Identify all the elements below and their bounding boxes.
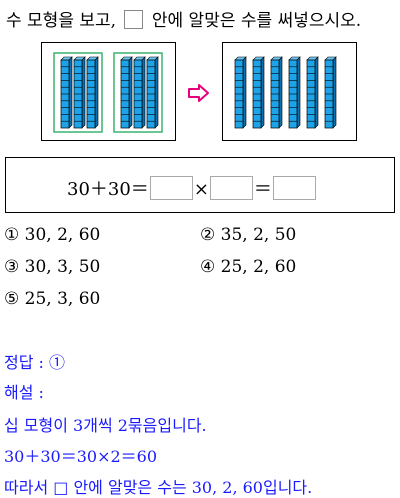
answer-box-1[interactable] [149, 176, 193, 200]
tens-rod [146, 56, 159, 129]
answer-box-3[interactable] [272, 176, 316, 200]
equals-sign: ＝ [253, 179, 272, 200]
question-prefix: 수 모형을 보고, [6, 11, 117, 31]
explanation-line-1: 십 모형이 3개씩 2묶음입니다. [4, 416, 207, 435]
hollow-arrow-icon [188, 84, 210, 106]
grouped-tens-rods [53, 52, 163, 133]
option-3[interactable]: ③ 30, 3, 50 [4, 257, 101, 277]
left-figure-frame [41, 42, 176, 141]
option-4[interactable]: ④ 25, 2, 60 [200, 257, 297, 277]
explanation-line-2: 30＋30＝30×2＝60 [4, 447, 158, 466]
ungrouped-tens-rods [234, 56, 337, 129]
equation: 30＋30＝ × ＝ [66, 175, 316, 201]
tens-rod [73, 56, 86, 129]
tens-rod [234, 56, 247, 129]
option-1[interactable]: ① 30, 2, 60 [4, 225, 101, 245]
tens-rod [120, 56, 133, 129]
question-suffix: 안에 알맞은 수를 써넣으시오. [151, 11, 362, 31]
explanation-title: 해설 : [4, 383, 44, 402]
tens-rod [60, 56, 73, 129]
right-figure-frame [222, 42, 357, 141]
times-sign: × [193, 179, 209, 200]
tens-rod [306, 56, 319, 129]
question-text: 수 모형을 보고, 안에 알맞은 수를 써넣으시오. [6, 6, 361, 31]
group-outline [113, 52, 163, 133]
option-2[interactable]: ② 35, 2, 50 [200, 225, 297, 245]
tens-rod [288, 56, 301, 129]
group-outline [53, 52, 103, 133]
tens-rod [324, 56, 337, 129]
tens-rod [270, 56, 283, 129]
answer-line: 정답 : ① [4, 353, 66, 372]
tens-rod [133, 56, 146, 129]
equation-left: 30＋30＝ [67, 179, 149, 200]
tens-rod [252, 56, 265, 129]
explanation-line-3: 따라서 □ 안에 알맞은 수는 30, 2, 60입니다. [4, 478, 313, 497]
equation-box: 30＋30＝ × ＝ [5, 157, 395, 213]
answer-box-2[interactable] [209, 176, 253, 200]
option-5[interactable]: ⑤ 25, 3, 60 [4, 289, 101, 309]
tens-rod [86, 56, 99, 129]
blank-box-icon [124, 10, 144, 29]
